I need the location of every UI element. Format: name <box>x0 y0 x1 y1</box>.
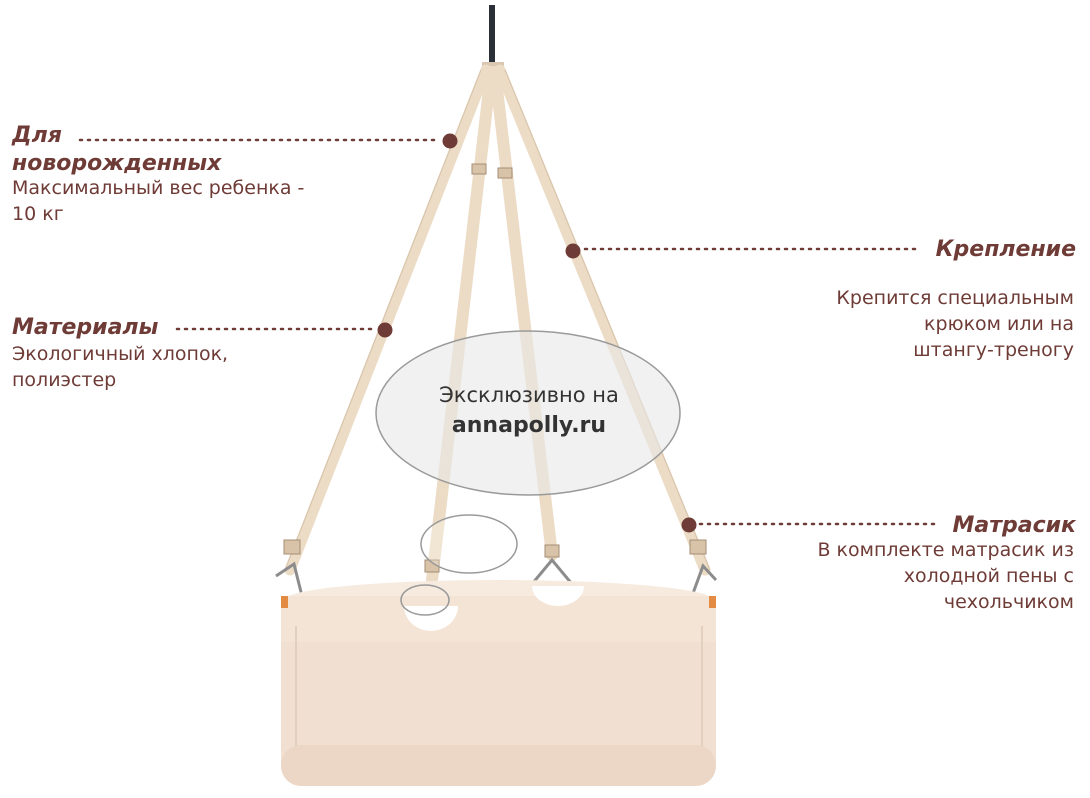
hanging-rod <box>489 5 495 67</box>
newborn-desc-line1: Максимальный вес ребенка - <box>12 177 305 199</box>
watermark-ellipse <box>375 330 681 496</box>
newborn-title-line2: новорожденных <box>12 151 222 176</box>
mattress-desc-line1: В комплекте матрасик из <box>817 539 1074 561</box>
cradle-basket <box>281 580 716 786</box>
mount-title: Крепление <box>935 237 1076 262</box>
watermark-site: annapolly.ru <box>451 413 607 438</box>
watermark-line1: Эксклюзивно на <box>439 383 619 407</box>
mount-desc-line3: штангу-треногу <box>913 339 1074 361</box>
tiny-outline-ellipse <box>400 584 450 616</box>
newborn-desc-line2: 10 кг <box>12 203 64 225</box>
strap-hub <box>482 62 504 70</box>
callout-dots <box>377 133 697 533</box>
materials-desc-line1: Экологичный хлопок, <box>12 343 229 365</box>
mattress-desc-line3: чехольчиком <box>943 591 1074 613</box>
strap-buckles <box>283 163 707 573</box>
leader-lines <box>78 138 938 526</box>
mount-desc-line2: крюком или на <box>924 313 1074 335</box>
mattress-title: Матрасик <box>952 513 1076 538</box>
newborn-title-line1: Для <box>12 123 62 148</box>
materials-desc-line2: полиэстер <box>12 369 117 391</box>
small-outline-ellipse <box>420 514 518 574</box>
mattress-desc-line2: холодной пены с <box>903 565 1074 587</box>
materials-title: Материалы <box>12 315 159 340</box>
mount-desc-line1: Крепится специальным <box>836 287 1074 309</box>
straps <box>284 64 711 586</box>
